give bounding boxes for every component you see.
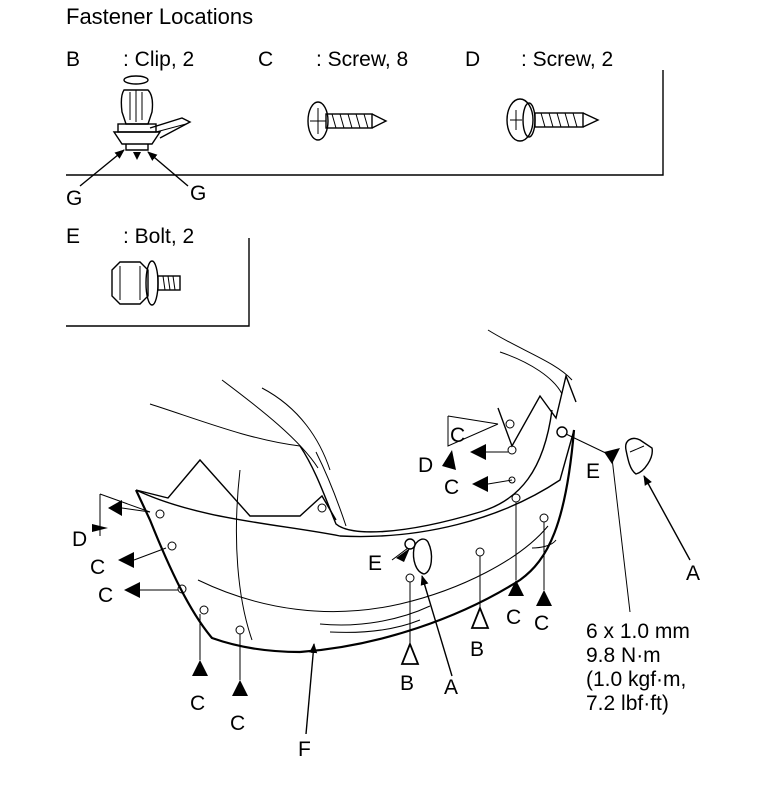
rear-bumper-drawing	[135, 329, 653, 654]
callout-c-left-1: C	[90, 556, 105, 579]
clip-icon	[112, 75, 192, 160]
legend-c-letter: C	[258, 48, 273, 71]
torque-nm: 9.8 N·m	[586, 644, 661, 667]
legend-d-letter: D	[465, 48, 480, 71]
g-leader-left	[79, 149, 125, 187]
callout-d-left: D	[72, 528, 87, 551]
legend-g-letter-right: G	[190, 182, 206, 205]
flanged-screw-icon	[506, 98, 600, 142]
callout-e-right: E	[586, 460, 600, 483]
callout-a-right: A	[686, 562, 700, 585]
callout-c-bottom-2: C	[230, 712, 245, 735]
legend-b-desc: : Clip, 2	[123, 48, 194, 71]
callout-c-bottom-4: C	[534, 612, 549, 635]
callout-b-2: B	[470, 638, 484, 661]
legend-g-letter-left: G	[66, 187, 82, 210]
callout-b-1: B	[400, 672, 414, 695]
callout-c-top-2: C	[444, 476, 459, 499]
callout-f: F	[298, 738, 311, 761]
torque-size: 6 x 1.0 mm	[586, 620, 690, 643]
legend-frame-bottom	[66, 238, 250, 327]
callout-leaders	[92, 415, 691, 735]
callout-e-left: E	[368, 552, 382, 575]
legend-title: Fastener Locations	[66, 4, 253, 29]
callout-d-top: D	[418, 454, 433, 477]
g-leader-right	[147, 151, 189, 187]
callout-c-bottom-1: C	[190, 692, 205, 715]
legend-b-letter: B	[66, 48, 80, 71]
legend-c-desc: : Screw, 8	[316, 48, 408, 71]
torque-lbf: 7.2 lbf·ft)	[586, 692, 669, 715]
legend-e-letter: E	[66, 225, 80, 248]
legend-e-desc: : Bolt, 2	[123, 225, 194, 248]
legend-frame-top	[66, 70, 664, 176]
callout-c-left-2: C	[98, 584, 113, 607]
torque-kgf: (1.0 kgf·m,	[586, 668, 686, 691]
legend-d-desc: : Screw, 2	[521, 48, 613, 71]
pan-head-screw-icon	[307, 101, 388, 141]
callout-a-bottom: A	[444, 676, 458, 699]
flange-bolt-icon	[111, 260, 181, 306]
callout-c-bottom-3: C	[506, 606, 521, 629]
callout-c-top-1: C	[450, 424, 465, 447]
